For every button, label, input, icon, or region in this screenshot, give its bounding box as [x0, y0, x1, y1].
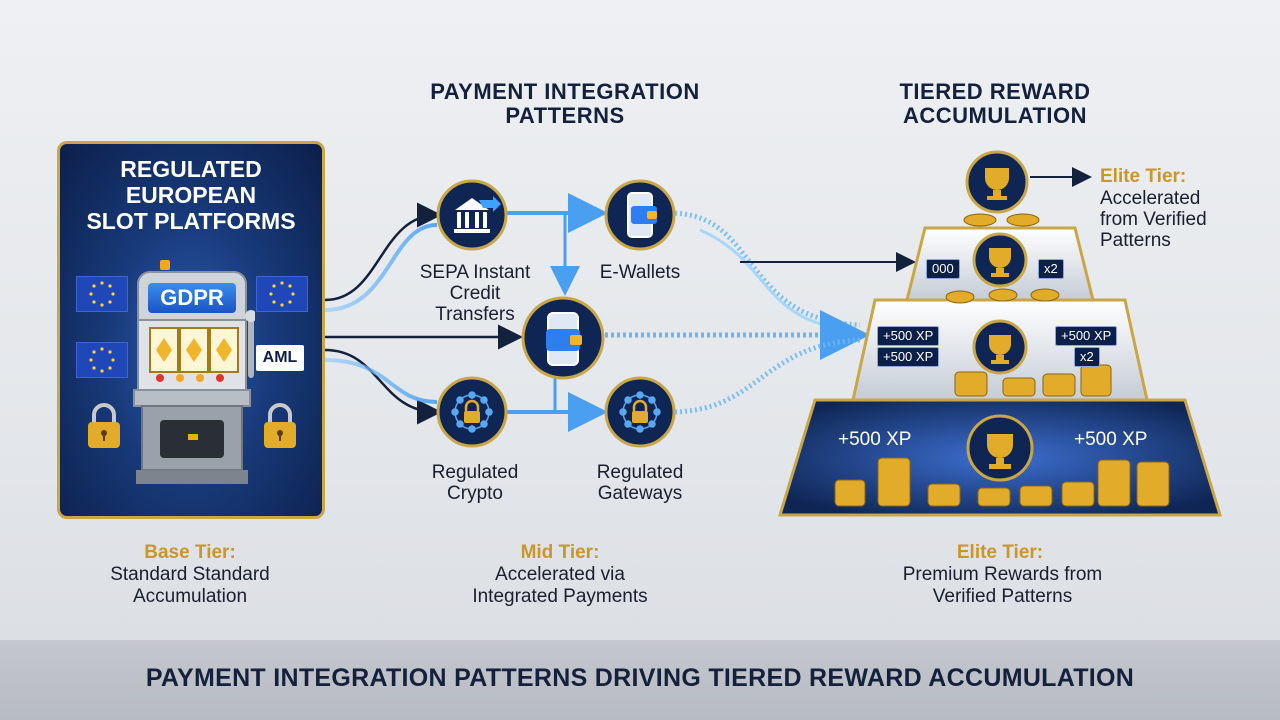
- tier3-left-badge-b: +500 XP: [877, 347, 940, 367]
- aml-label: AML: [256, 345, 304, 371]
- crypto-label: Regulated Crypto: [431, 462, 519, 504]
- trophy-icon: [966, 414, 1034, 482]
- ewallets-label: E-Wallets: [599, 262, 681, 283]
- elite-tier-desc: Premium Rewards from Verified Patterns: [902, 564, 1103, 607]
- payment-heading-text: PAYMENT INTEGRATION PATTERNS: [430, 79, 700, 128]
- wallet-icon: [546, 312, 582, 366]
- flow-platform-sepa: [324, 202, 442, 302]
- coin-stack-icon: [834, 213, 1170, 507]
- phone-wallet-icon: [627, 192, 657, 238]
- gdpr-label: GDPR: [148, 283, 236, 313]
- crypto-network-icon: [451, 391, 493, 433]
- footer-band: [0, 640, 1280, 720]
- footer-title: PAYMENT INTEGRATION PATTERNS DRIVING TIE…: [145, 664, 1135, 692]
- crypto-node: [436, 376, 508, 448]
- gateway-network-icon: [619, 391, 661, 433]
- sepa-label: SEPA Instant Credit Transfers: [419, 262, 531, 325]
- elite-top-title: Elite Tier:: [1100, 166, 1187, 187]
- mid-tier-desc: Accelerated via Integrated Payments: [472, 564, 648, 607]
- tier3-right-badge-b: x2: [1074, 347, 1100, 367]
- bank-icon: [454, 196, 501, 233]
- base-tier-desc: Standard Standard Accumulation: [110, 564, 270, 607]
- ewallets-node: [604, 179, 676, 251]
- padlock-icon: [88, 403, 120, 448]
- eu-flag-icon: [256, 276, 308, 312]
- eu-flag-icon: [76, 342, 128, 378]
- flow-platform-sepa-glow: [324, 223, 438, 312]
- tier3-left-badge-a: +500 XP: [877, 326, 940, 346]
- tier2-right-badge: x2: [1038, 259, 1064, 279]
- elite-tier-title: Elite Tier:: [956, 542, 1044, 563]
- trophy-icon: [972, 319, 1028, 375]
- reward-heading-text: TIERED REWARD ACCUMULATION: [899, 79, 1091, 128]
- flow-ewallet-pyramid: [669, 210, 861, 328]
- flow-platform-crypto: [324, 348, 442, 425]
- center-wallet-node: [521, 296, 605, 380]
- padlock-icon: [264, 403, 296, 448]
- sepa-node: [436, 179, 508, 251]
- mid-tier-title: Mid Tier:: [520, 542, 600, 563]
- payment-heading: PAYMENT INTEGRATION PATTERNS: [395, 80, 735, 128]
- platform-title: REGULATED EUROPEAN SLOT PLATFORMS: [86, 156, 296, 234]
- reward-heading: TIERED REWARD ACCUMULATION: [860, 80, 1130, 128]
- tier4-left-badge: +500 XP: [838, 429, 912, 450]
- trophy-icon: [972, 232, 1028, 288]
- flow-platform-crypto-glow: [324, 358, 438, 404]
- reward-pyramid: [777, 150, 1223, 517]
- elite-top-desc: Accelerated from Verified Patterns: [1100, 188, 1207, 251]
- tier3-right-badge-a: +500 XP: [1055, 326, 1118, 346]
- gateways-label: Regulated Gateways: [596, 462, 684, 504]
- base-tier-title: Base Tier:: [144, 542, 236, 563]
- tier4-right-badge: +500 XP: [1074, 429, 1148, 450]
- flow-gateway-pyramid: [669, 337, 861, 415]
- eu-flag-icon: [76, 276, 128, 312]
- trophy-icon: [965, 150, 1029, 214]
- gateways-node: [604, 376, 676, 448]
- tier2-left-badge: 000: [926, 259, 960, 279]
